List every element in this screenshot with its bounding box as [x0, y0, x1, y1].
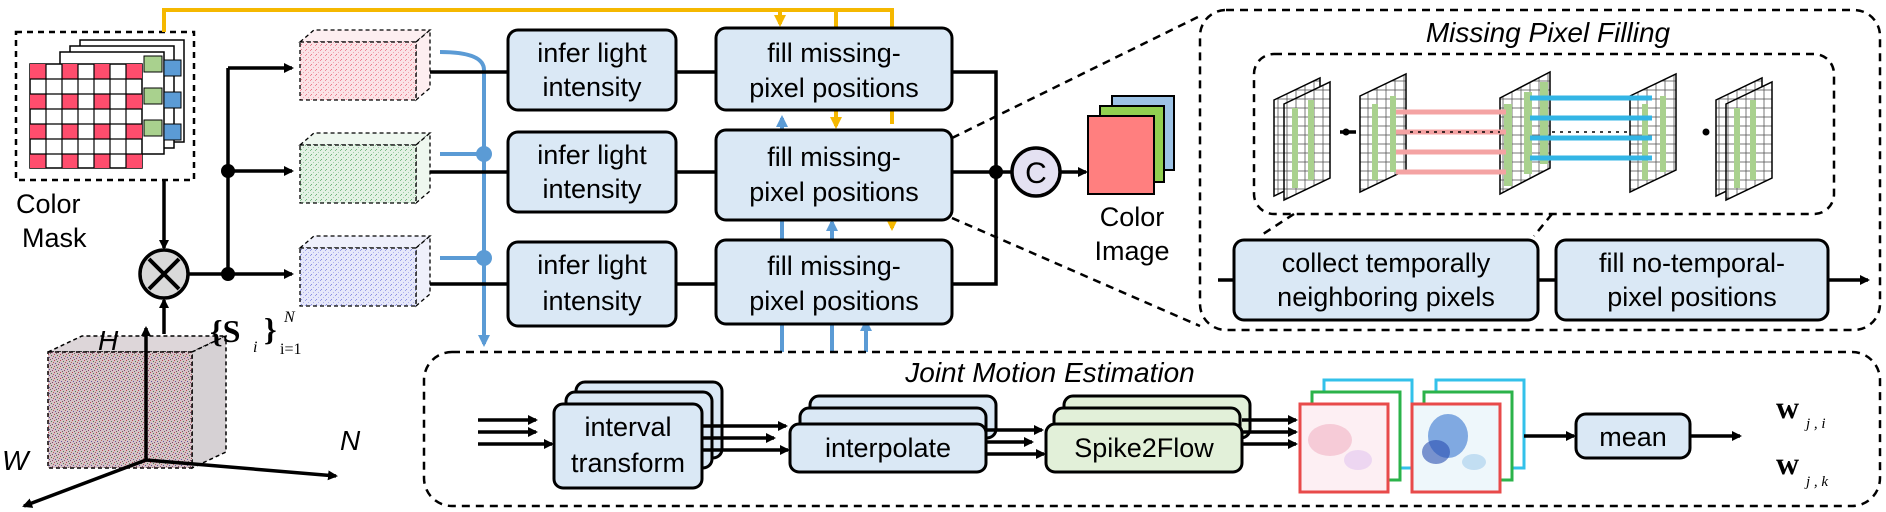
row-wires [430, 70, 1012, 286]
infer-label-3a: infer light [537, 250, 647, 280]
center-frame [1499, 70, 1551, 196]
blue-channel-cube [298, 234, 432, 308]
temporal-frame-stack-left [1273, 76, 1331, 202]
zoom-line-bottom [951, 216, 1201, 328]
fill-missing-box-3 [714, 238, 954, 326]
fork-wires [188, 63, 294, 281]
fill-label-2b: pixel positions [749, 177, 919, 207]
set-lower: i=1 [280, 341, 301, 358]
infer-label-1a: infer light [537, 38, 647, 68]
output-w-jk: w [1776, 445, 1799, 481]
mask-back-stripes [143, 55, 182, 141]
zoom-line-top [951, 14, 1201, 140]
infer-label-3b: intensity [542, 286, 642, 316]
mask-front-grid [29, 63, 143, 169]
fill-label-3b: pixel positions [749, 286, 919, 316]
color-mask: Color Mask [14, 30, 196, 253]
red-channel-cube [298, 28, 432, 102]
collect-label-1: collect temporally [1282, 248, 1491, 278]
optical-flow-stack-2 [1410, 378, 1526, 494]
output-w-jk-sub: j , k [1804, 474, 1828, 490]
set-subscript: i [253, 339, 257, 356]
fill-label-1b: pixel positions [749, 73, 919, 103]
spike-axes: H W N [2, 325, 361, 508]
color-image: Color Image [1087, 95, 1175, 266]
spike-set-notation: {S i } N i=1 [210, 309, 301, 358]
infer-light-box-1 [506, 28, 678, 112]
green-channel-cube [298, 131, 432, 205]
mean-label: mean [1599, 422, 1667, 452]
axis-w-label: W [2, 445, 31, 476]
fill-missing-box-1 [714, 26, 954, 112]
set-symbol: {S [210, 313, 240, 349]
color-image-label-1: Color [1100, 202, 1165, 232]
output-w-ji: w [1776, 389, 1799, 425]
collect-label-2: neighboring pixels [1277, 282, 1495, 312]
joint-motion-estimation-title: Joint Motion Estimation [904, 357, 1194, 388]
interval-transform-box [552, 402, 704, 490]
pixel-correspondence-lines [1340, 95, 1710, 175]
interpolate-box [788, 422, 988, 474]
interval-transform-label-2: transform [571, 448, 685, 478]
color-image-label-2: Image [1094, 236, 1169, 266]
spike2flow-label: Spike2Flow [1074, 433, 1214, 463]
fill-no-temporal-label-1: fill no-temporal- [1599, 248, 1785, 278]
fill-label-2a: fill missing- [767, 142, 901, 172]
axis-n-label: N [340, 425, 361, 456]
interpolate-label: interpolate [825, 433, 951, 463]
infer-light-box-3 [506, 240, 678, 328]
infer-label-2a: infer light [537, 140, 647, 170]
multiply-operator [138, 180, 190, 334]
joint-motion-estimation-panel: Joint Motion Estimation interval transfo… [422, 350, 1882, 508]
infer-label-2b: intensity [542, 174, 642, 204]
set-close: } [264, 311, 277, 347]
temporal-frame-stack-right [1715, 76, 1773, 202]
set-upper: N [283, 309, 296, 326]
axis-h-label: H [98, 325, 119, 356]
fill-no-temporal-label-2: pixel positions [1607, 282, 1777, 312]
inner-zoom-line-right [1533, 213, 1553, 237]
infer-light-box-2 [506, 130, 678, 214]
fill-missing-box-2 [714, 128, 954, 222]
color-mask-label-2: Mask [22, 223, 87, 253]
interval-transform-label-1: interval [584, 412, 671, 442]
optical-flow-stack-1 [1298, 378, 1414, 494]
missing-pixel-filling-title: Missing Pixel Filling [1426, 17, 1671, 48]
row-2: infer light intensity fill missing- pixe… [506, 128, 954, 222]
concat-operator: C [1010, 146, 1088, 198]
row-3: infer light intensity fill missing- pixe… [506, 238, 954, 328]
output-w-ji-sub: j , i [1804, 416, 1826, 432]
missing-pixel-filling-panel: Missing Pixel Filling [1198, 8, 1882, 332]
spike2flow-box [1044, 422, 1244, 474]
infer-label-1b: intensity [542, 72, 642, 102]
row-1: infer light intensity fill missing- pixe… [506, 26, 954, 112]
concat-symbol: C [1025, 157, 1047, 190]
fill-label-3a: fill missing- [767, 251, 901, 281]
temporal-frame-left-2 [1359, 72, 1407, 194]
fill-label-1a: fill missing- [767, 38, 901, 68]
inner-zoom-line-left [1259, 212, 1295, 238]
color-mask-label-1: Color [16, 189, 81, 219]
spike-stream-cube [47, 334, 227, 470]
